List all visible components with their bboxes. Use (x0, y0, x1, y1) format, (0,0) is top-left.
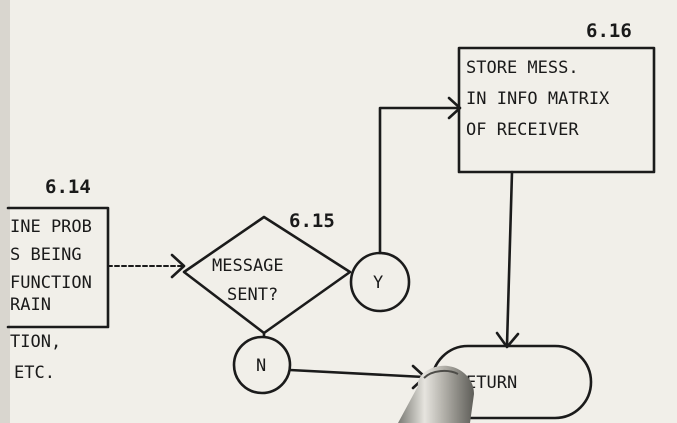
page-edge-shadow (0, 0, 10, 423)
decision-ref: 6.15 (289, 210, 335, 232)
arrow-yes-line (380, 108, 459, 253)
process-box-6-16-line-3: OF RECEIVER (466, 120, 579, 140)
pen-tip-object (398, 366, 474, 423)
arrow-yes-to-store (380, 98, 460, 253)
process-box-6-14-ref: 6.14 (45, 176, 91, 198)
arrow-store-to-return (497, 172, 518, 347)
process-box-6-16-ref: 6.16 (586, 20, 632, 42)
process-box-6-14-line-5: TION, (10, 332, 61, 352)
pen-tip-body (398, 366, 474, 423)
arrow-no-line (290, 370, 424, 377)
process-box-6-14-line-2: S BEING (10, 245, 82, 265)
process-box-6-14-line-6: ETC. (14, 363, 55, 383)
yes-connector-label: Y (373, 273, 383, 293)
process-box-6-14-line-1: INE PROB (10, 217, 92, 237)
process-box-6-14-line-4: RAIN (10, 295, 51, 315)
yes-connector: Y (351, 253, 409, 311)
decision-diamond-6-15: 6.15 MESSAGE SENT? (184, 210, 350, 333)
no-connector-label: N (256, 356, 266, 376)
process-box-6-14: 6.14 INE PROB S BEING FUNCTION RAIN TION… (8, 176, 108, 383)
decision-line-1: MESSAGE (212, 256, 284, 276)
process-box-6-16: 6.16 STORE MESS. IN INFO MATRIX OF RECEI… (459, 20, 654, 172)
no-connector: N (234, 337, 290, 393)
arrow-6-14-to-decision (108, 255, 184, 277)
process-box-6-16-line-2: IN INFO MATRIX (466, 89, 610, 109)
process-box-6-16-line-1: STORE MESS. (466, 58, 579, 78)
arrow-store-line (507, 172, 512, 345)
arrow-no-to-return (290, 366, 425, 388)
process-box-6-14-line-3: FUNCTION (10, 273, 92, 293)
decision-line-2: SENT? (227, 285, 278, 305)
